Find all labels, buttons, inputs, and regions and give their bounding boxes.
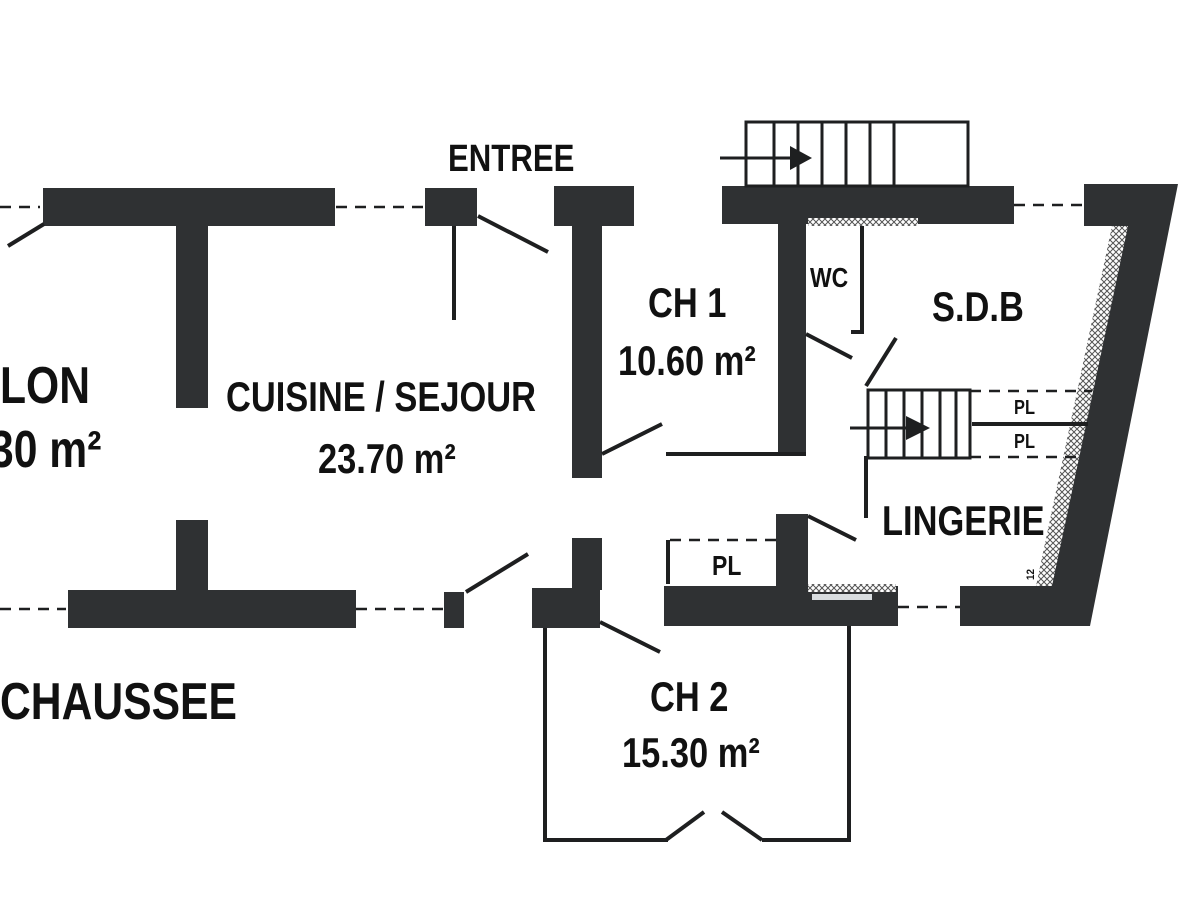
pl-upper-label: PL bbox=[1014, 397, 1035, 419]
door-swings bbox=[6, 214, 898, 842]
pl-lower-label: PL bbox=[1014, 431, 1035, 453]
slanted-right-wall bbox=[808, 184, 1178, 626]
sdb-label: S.D.B bbox=[932, 283, 1024, 330]
ch1-name-label: CH 1 bbox=[648, 279, 727, 326]
lower-staircase bbox=[850, 388, 972, 460]
partitions bbox=[543, 226, 1088, 842]
wall-mark-label: 12 bbox=[1025, 568, 1037, 580]
lingerie-label: LINGERIE bbox=[882, 497, 1045, 544]
ch2-name-label: CH 2 bbox=[650, 673, 729, 720]
cuisine-sejour-name-label: CUISINE / SEJOUR bbox=[226, 373, 537, 420]
chaussee-label: CHAUSSEE bbox=[0, 673, 237, 731]
ch2-area-label: 15.30 m² bbox=[622, 729, 760, 776]
salon-name-label: LON bbox=[0, 357, 91, 415]
dashed-openings bbox=[0, 203, 1092, 611]
salon-area-label: 30 m² bbox=[0, 421, 102, 479]
cuisine-sejour-area-label: 23.70 m² bbox=[318, 435, 456, 482]
upper-walls bbox=[43, 186, 1014, 478]
upper-staircase bbox=[720, 120, 970, 188]
ch1-area-label: 10.60 m² bbox=[618, 337, 756, 384]
pl-corridor-label: PL bbox=[712, 550, 742, 581]
lower-walls bbox=[68, 514, 1052, 628]
entree-label: ENTREE bbox=[448, 138, 575, 180]
wc-label: WC bbox=[810, 262, 849, 293]
